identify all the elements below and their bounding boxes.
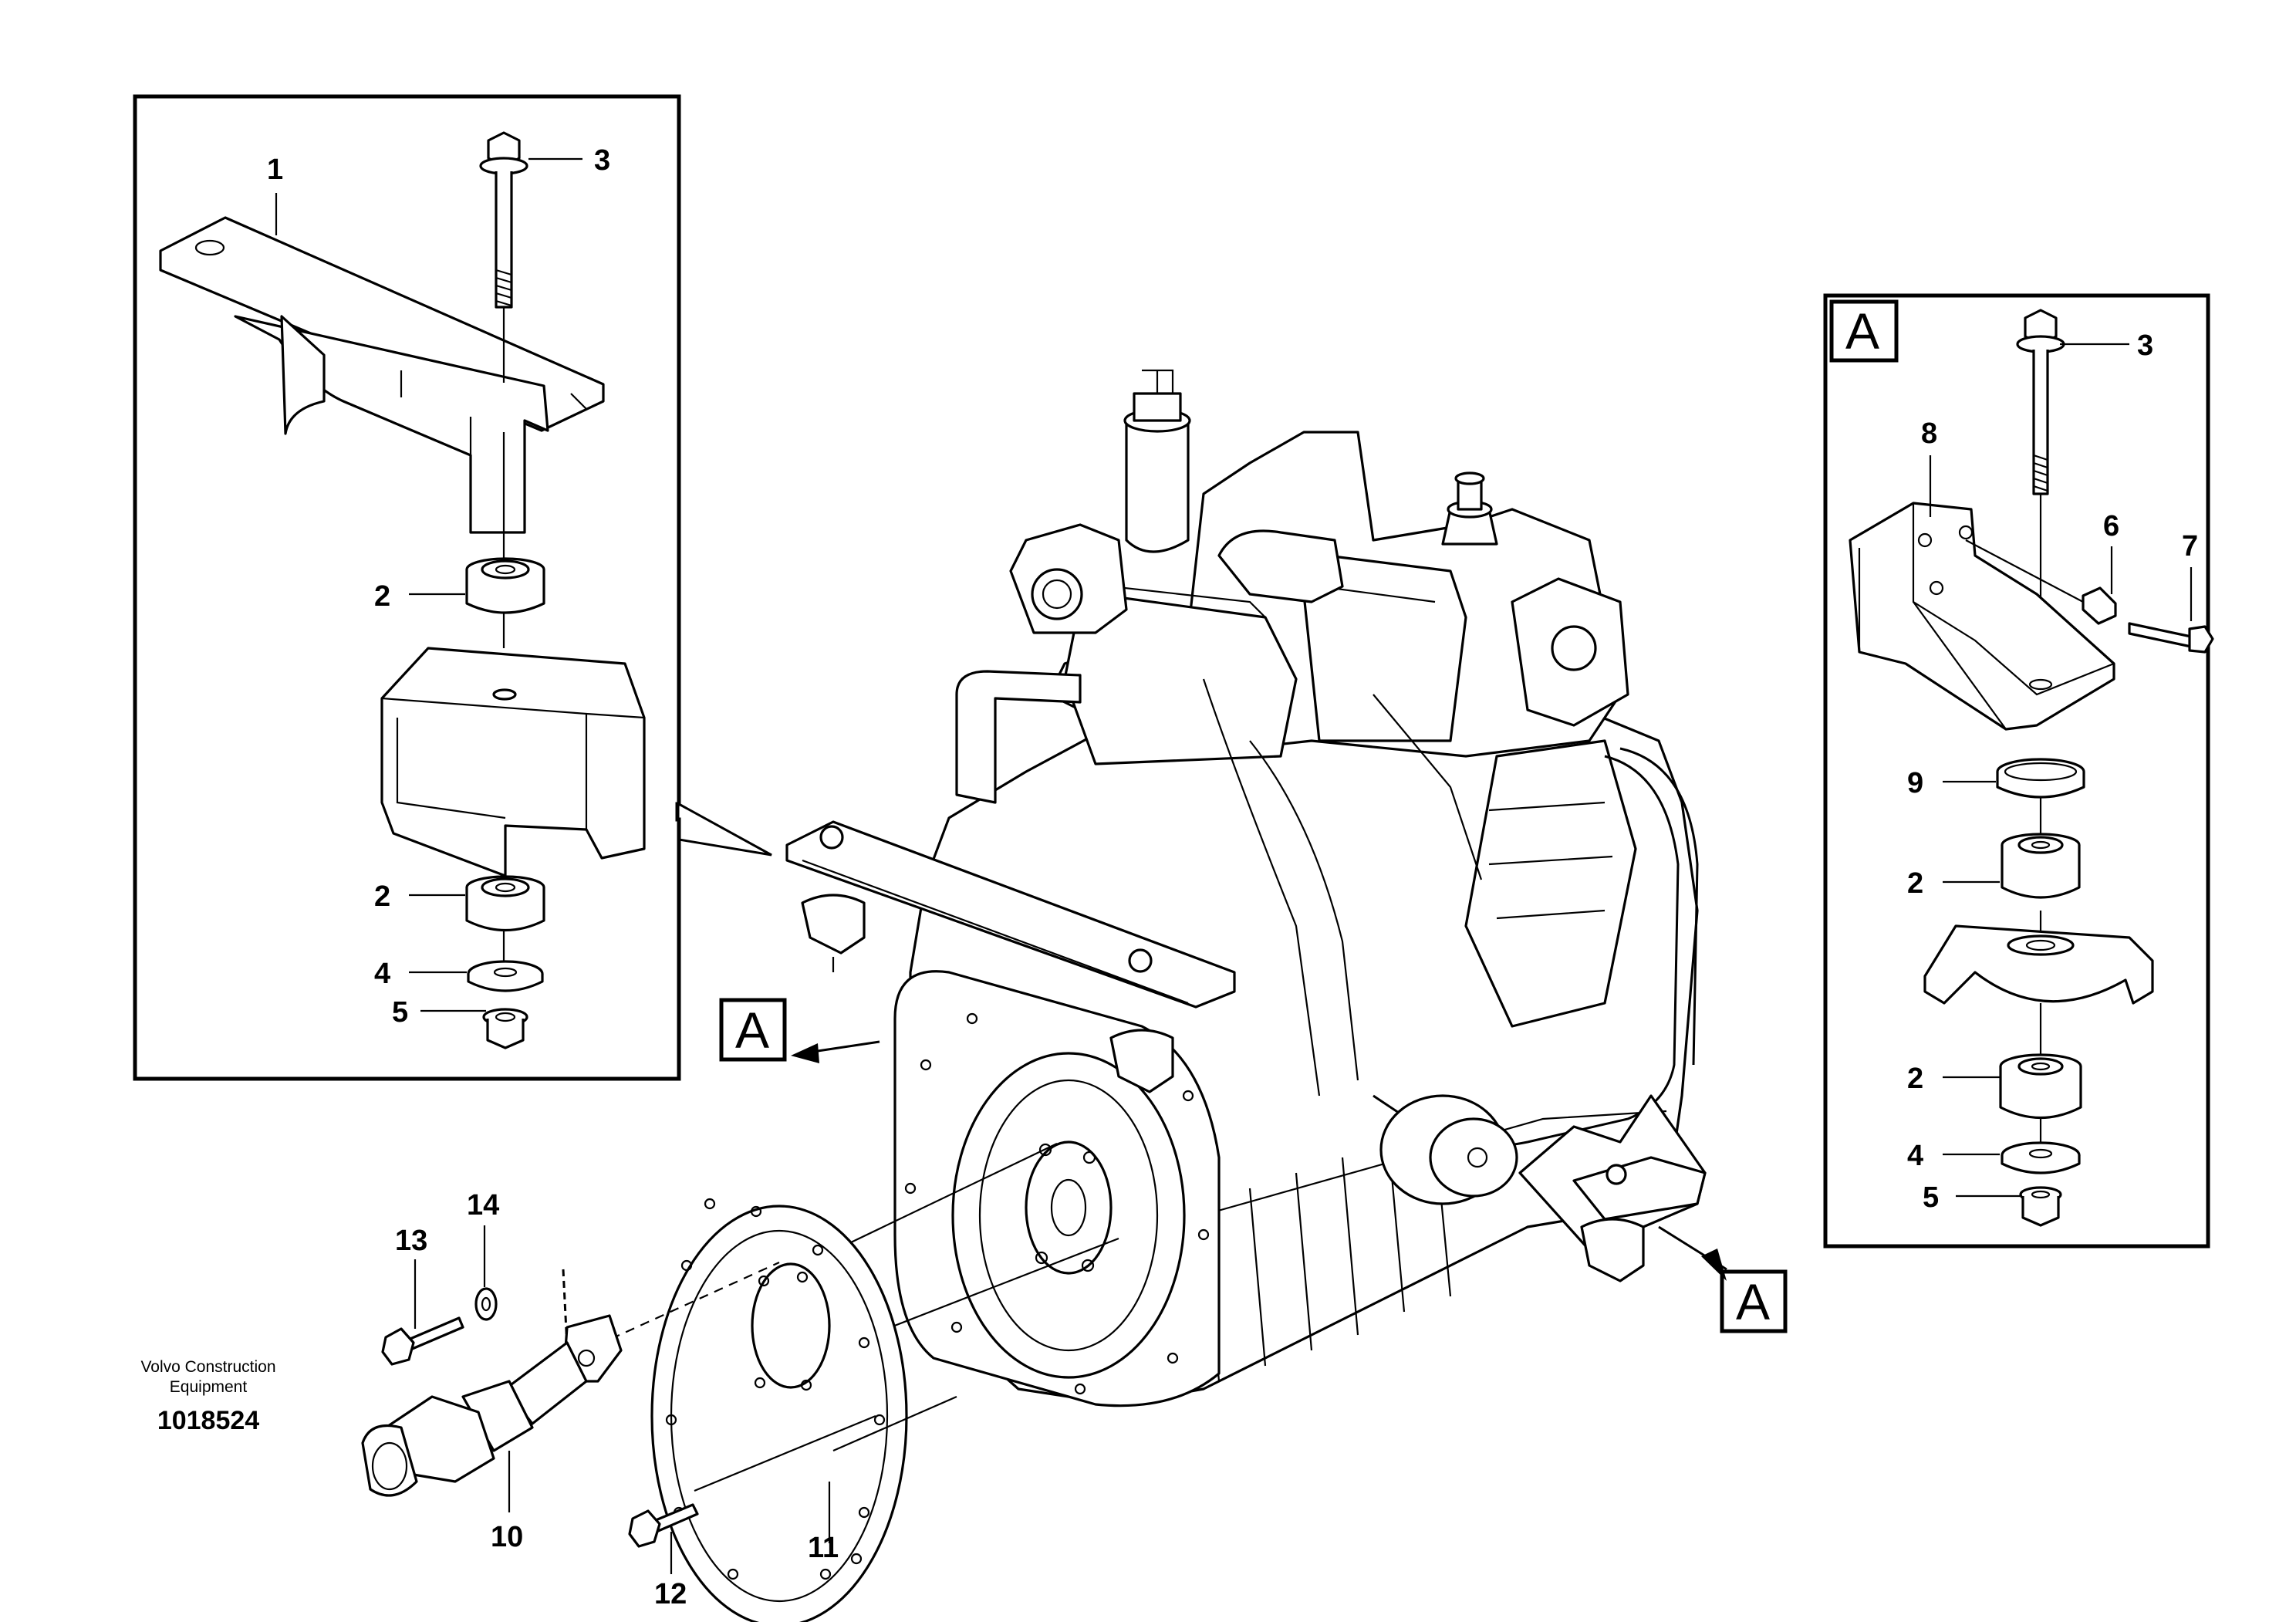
view-a-label-right: A xyxy=(1736,1273,1770,1330)
engine-bracket-part-8 xyxy=(1849,502,2115,731)
bolt-part-12 xyxy=(628,1395,957,1548)
engine-bracket-part-1 xyxy=(159,216,605,534)
inset-pointer xyxy=(678,803,772,857)
callout-3: 3 xyxy=(594,144,610,177)
alternator-pulley xyxy=(1379,1094,1518,1205)
view-a-box-right xyxy=(1720,1269,1788,1333)
callout-1: 1 xyxy=(267,154,283,186)
view-a-box-left xyxy=(719,998,787,1062)
view-a-arrow-left xyxy=(791,1043,819,1063)
exhaust-manifold xyxy=(1009,523,1128,634)
bolt-part-7 xyxy=(2128,622,2214,654)
washer-part-14 xyxy=(474,1287,498,1321)
drive-shaft-part-10 xyxy=(361,1261,780,1497)
washer-part-4 xyxy=(2001,1141,2081,1174)
diagram-caption: Volvo Construction Equipment 1018524 xyxy=(140,1358,275,1435)
callout-4: 4 xyxy=(1907,1140,1923,1172)
callout-2: 2 xyxy=(1907,1063,1923,1095)
callout-5: 5 xyxy=(1923,1181,1939,1214)
engine-front-bracket xyxy=(785,820,1236,1093)
spacer-part-6 xyxy=(1965,539,2117,625)
mount-block xyxy=(380,647,646,877)
ring-part-9 xyxy=(1996,758,2085,799)
rear-mount-inset: A xyxy=(1823,293,2214,1249)
nut-part-5 xyxy=(482,1008,528,1049)
flex-plate-part-11 xyxy=(650,1143,1119,1622)
rubber-bushing-part-2-upper xyxy=(2001,833,2081,899)
engine-assembly: A A xyxy=(719,369,1788,1407)
injection-pump xyxy=(1464,577,1637,1028)
diagram-number: 1018524 xyxy=(157,1406,259,1435)
bolt-part-3 xyxy=(2016,309,2065,495)
callout-5: 5 xyxy=(392,996,408,1029)
washer-part-4 xyxy=(467,960,544,992)
rubber-bushing-part-2-lower xyxy=(465,875,545,931)
callout-12: 12 xyxy=(654,1578,687,1610)
engine-rear-bracket xyxy=(1518,1094,1707,1282)
callout-13: 13 xyxy=(395,1225,427,1257)
rear-mount-inset-frame xyxy=(1823,293,2210,1249)
callout-2: 2 xyxy=(374,880,390,913)
front-mount-inset-frame xyxy=(133,94,681,1081)
callout-3: 3 xyxy=(2137,329,2153,362)
frame-plate xyxy=(1923,924,2154,1005)
callout-4: 4 xyxy=(374,958,390,990)
view-a-label-left: A xyxy=(735,1002,769,1059)
nut-part-5 xyxy=(2019,1186,2062,1227)
bolt-part-13 xyxy=(381,1316,464,1366)
callout-11: 11 xyxy=(808,1532,839,1564)
view-a-label-box xyxy=(1829,299,1899,363)
callout-6: 6 xyxy=(2103,510,2119,542)
callout-10: 10 xyxy=(491,1521,523,1553)
caption-company-line1: Volvo Construction xyxy=(140,1358,275,1376)
callout-9: 9 xyxy=(1907,767,1923,799)
water-outlet xyxy=(1441,471,1498,546)
callout-7: 7 xyxy=(2182,530,2198,563)
rubber-bushing-part-2-upper xyxy=(465,557,545,614)
callout-14: 14 xyxy=(467,1189,499,1222)
callout-8: 8 xyxy=(1921,417,1937,450)
callout-2: 2 xyxy=(1907,867,1923,900)
callout-2: 2 xyxy=(374,580,390,613)
bolt-part-3 xyxy=(479,131,528,309)
fuel-filter xyxy=(1123,369,1191,553)
caption-company-line2: Equipment xyxy=(170,1378,248,1396)
front-mount-inset: 1 3 2 2 4 5 xyxy=(133,94,772,1081)
rubber-bushing-part-2-lower xyxy=(1999,1053,2082,1119)
view-a-label: A xyxy=(1845,302,1879,360)
